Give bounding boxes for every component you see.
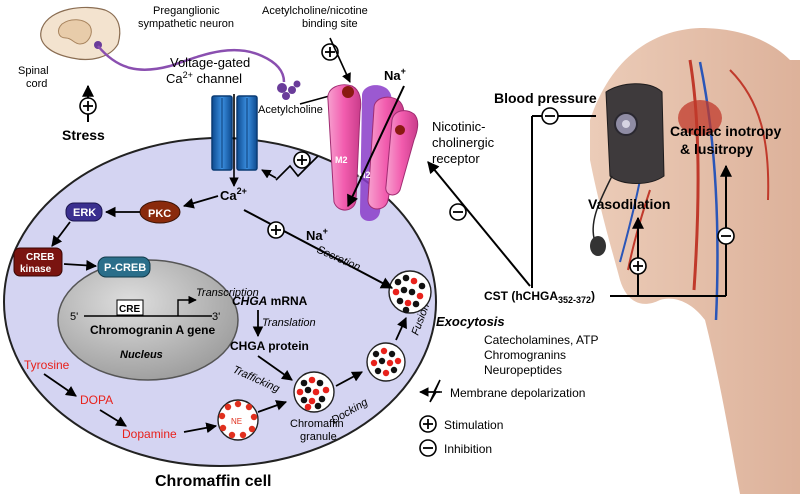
- preganglionic-label-2: sympathetic neuron: [138, 18, 234, 30]
- nucleus-label: Nucleus: [120, 349, 163, 361]
- translation-label: Translation: [262, 317, 316, 329]
- svg-text:kinase: kinase: [20, 264, 52, 275]
- granule-label-2: granule: [300, 431, 337, 443]
- na-top-label: Na+: [384, 66, 406, 83]
- exocytosis-label: Exocytosis: [436, 314, 505, 329]
- vasodilation-label: Vasodilation: [588, 196, 670, 212]
- legend-plus-icon: [419, 415, 437, 433]
- m2-label-2: M2: [358, 170, 371, 180]
- chga-mrna-label: CHGA mRNA: [232, 294, 308, 308]
- five-prime-label: 5': [70, 311, 78, 323]
- svg-text:NE: NE: [231, 417, 242, 426]
- voltage-gated-channel-icon: [211, 95, 258, 171]
- nicotinic-label: Nicotinic-: [432, 119, 485, 134]
- ach-site-label: Acetylcholine/nicotine: [262, 5, 368, 17]
- cell-title: Chromaffin cell: [155, 473, 271, 490]
- cst-label: CST (hCHGA352-372): [484, 289, 595, 305]
- stress-label: Stress: [62, 127, 105, 143]
- preganglionic-neuron: [97, 45, 286, 83]
- cardiac-label: Cardiac inotropy: [670, 123, 781, 139]
- acetylcholine-label: Acetylcholine: [258, 104, 323, 116]
- depol-plus-icon: [293, 151, 311, 169]
- stress-plus-icon: [79, 97, 97, 115]
- na-bottom-label: Na+: [306, 226, 328, 243]
- blood-pressure-label: Blood pressure: [494, 90, 597, 106]
- ach-site-plus-icon: [321, 43, 339, 61]
- ca-label: Ca2+: [220, 186, 247, 203]
- cardiac-label-2: & lusitropy: [680, 141, 753, 157]
- fusing-granule-icon: [388, 270, 432, 314]
- tyrosine-label: Tyrosine: [24, 358, 70, 372]
- gene-label: Chromogranin A gene: [90, 323, 215, 337]
- legend-minus-icon: [419, 439, 437, 457]
- nicotinic-receptor-icon: [327, 84, 419, 221]
- ne-vesicle-icon: NE: [217, 399, 259, 441]
- bp-minus-icon: [541, 107, 559, 125]
- svg-text:PKC: PKC: [148, 208, 171, 220]
- nucleus: [57, 259, 239, 381]
- pkc-node: PKC: [139, 200, 181, 224]
- granule-label: Chromaffin: [290, 418, 344, 430]
- membrane-depol-label: Membrane depolarization: [450, 386, 585, 400]
- cargo-label: Catecholamines, ATP: [484, 333, 599, 347]
- receptor-minus-icon: [449, 203, 467, 221]
- blood-pressure-cuff-icon: [590, 83, 665, 256]
- svg-text:P-CREB: P-CREB: [104, 262, 146, 274]
- chga-protein-label: CHGA protein: [230, 339, 309, 353]
- dopamine-label: Dopamine: [122, 427, 177, 441]
- vg-channel-label: Voltage-gated: [170, 55, 250, 70]
- chromaffin-granule-icon: [293, 371, 335, 413]
- spinal-cord-icon: [40, 6, 121, 61]
- cargo-label-2: Chromogranins: [484, 348, 566, 362]
- ach-site-label-2: binding site: [302, 18, 358, 30]
- axon-terminal-icon: [277, 80, 301, 100]
- transcription-label: Transcription: [196, 287, 259, 299]
- svg-text:ERK: ERK: [73, 207, 96, 219]
- svg-text:CREB: CREB: [26, 252, 54, 263]
- three-prime-label: 3': [212, 311, 220, 323]
- nicotinic-label-2: cholinergic: [432, 135, 495, 150]
- vasodilation-plus-icon: [629, 257, 647, 275]
- cargo-label-3: Neuropeptides: [484, 363, 562, 377]
- spinal-cord-label: Spinal: [18, 65, 49, 77]
- legend-inhibition: Inhibition: [444, 442, 492, 456]
- preganglionic-label: Preganglionic: [153, 5, 220, 17]
- creb-kinase-node: CREB kinase: [13, 247, 63, 277]
- docked-granule-icon: [366, 342, 406, 382]
- erk-node: ERK: [65, 202, 103, 222]
- vg-channel-label-2: Ca2+ channel: [166, 70, 242, 86]
- pcreb-node: P-CREB: [97, 256, 151, 278]
- spinal-cord-label-2: cord: [26, 78, 47, 90]
- dopa-label: DOPA: [80, 393, 113, 407]
- secretion-plus-icon: [267, 221, 285, 239]
- cardiac-minus-icon: [717, 227, 735, 245]
- m2-label: M2: [335, 155, 348, 165]
- legend-stimulation: Stimulation: [444, 418, 503, 432]
- cre-label: CRE: [119, 304, 140, 315]
- nicotinic-label-3: receptor: [432, 151, 480, 166]
